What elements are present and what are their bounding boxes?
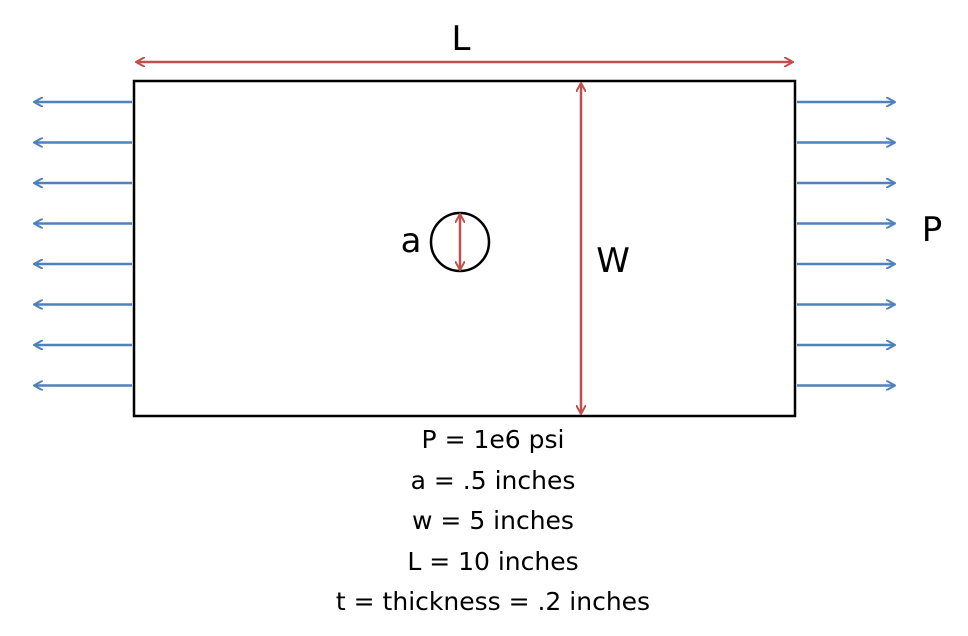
parameters-block: P = 1e6 psi a = .5 inches w = 5 inches L… bbox=[0, 420, 968, 623]
parameter-hole-diameter: a = .5 inches bbox=[410, 465, 576, 495]
parameter-length: L = 10 inches bbox=[407, 546, 579, 576]
plate-outline bbox=[132, 79, 797, 418]
parameter-width: w = 5 inches bbox=[412, 506, 574, 535]
parameter-thickness: t = thickness = .2 inches bbox=[335, 587, 651, 616]
hole-label: a bbox=[401, 221, 422, 261]
width-label: W bbox=[596, 241, 630, 281]
right-load-arrows bbox=[797, 102, 894, 386]
left-load-arrows bbox=[35, 102, 132, 386]
load-label: P bbox=[922, 210, 943, 250]
length-label: L bbox=[452, 19, 471, 59]
parameter-load: P = 1e6 psi bbox=[421, 425, 565, 454]
